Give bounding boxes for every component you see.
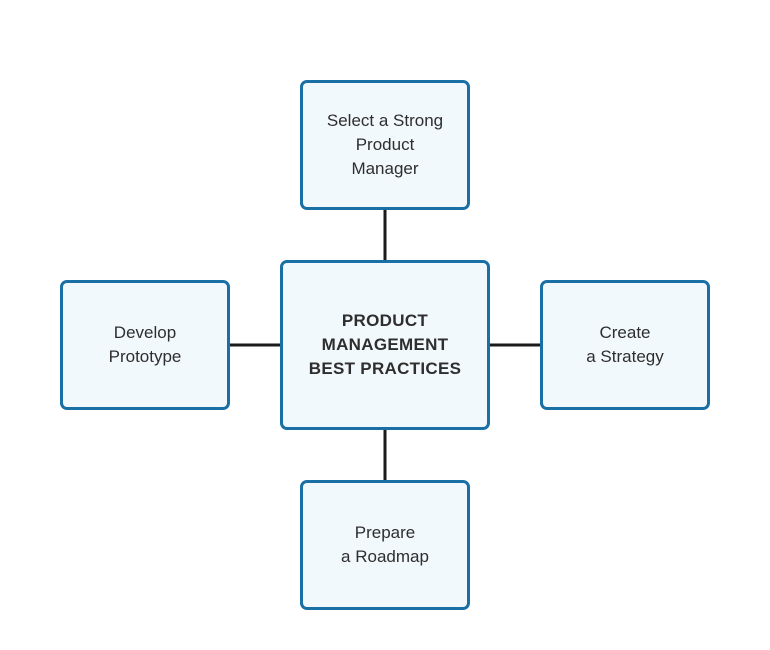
node-label: Select a Strong Product Manager bbox=[326, 111, 444, 178]
node-create-strategy: Create a Strategy bbox=[540, 280, 710, 410]
node-label: Develop Prototype bbox=[108, 323, 182, 366]
node-center-topic: PRODUCT MANAGEMENT BEST PRACTICES bbox=[280, 260, 490, 430]
center-label: PRODUCT MANAGEMENT BEST PRACTICES bbox=[308, 311, 462, 378]
node-label: Prepare a Roadmap bbox=[341, 523, 429, 566]
node-select-product-manager: Select a Strong Product Manager bbox=[300, 80, 470, 210]
node-develop-prototype: Develop Prototype bbox=[60, 280, 230, 410]
node-prepare-roadmap: Prepare a Roadmap bbox=[300, 480, 470, 610]
node-label: Create a Strategy bbox=[586, 323, 664, 366]
